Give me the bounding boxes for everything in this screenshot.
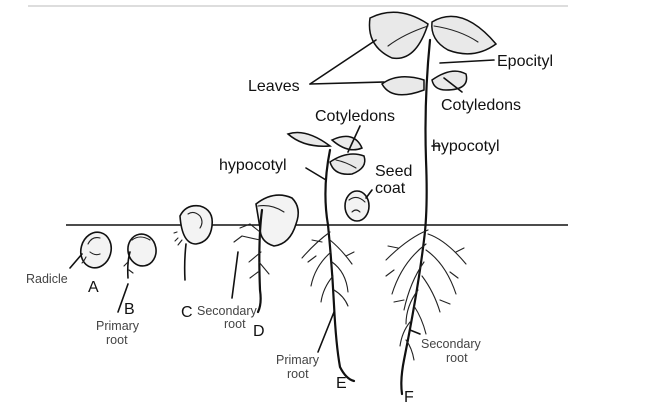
stage-f-seedling: [368, 11, 498, 396]
label-primary-root-b-line2: root: [106, 333, 128, 347]
stage-label-a: A: [88, 279, 99, 296]
label-primary-root-e-line1: Primary: [276, 353, 320, 367]
label-secondary-root-d-line2: root: [224, 317, 246, 331]
seed-coat: [344, 190, 370, 222]
stage-label-c: C: [181, 304, 193, 321]
label-seed: Seed: [375, 163, 412, 180]
stage-c-seedling: [173, 204, 214, 281]
label-leaves: Leaves: [248, 78, 300, 95]
leader-lines: [69, 39, 495, 353]
stage-label-e: E: [336, 375, 347, 392]
label-hypocotyl-left: hypocotyl: [219, 157, 287, 174]
stage-a-seed: [79, 231, 113, 269]
stage-label-d: D: [253, 323, 265, 340]
stage-label-b: B: [124, 301, 135, 318]
label-coat: coat: [375, 180, 406, 197]
stage-e-seedling: [286, 131, 366, 383]
label-primary-root-b-line1: Primary: [96, 319, 140, 333]
label-epicotyl: Epocityl: [497, 53, 553, 70]
label-secondary-root-d-line1: Secondary: [197, 304, 258, 318]
label-cotyledons-right: Cotyledons: [441, 97, 521, 114]
stage-b-seedling: [123, 233, 157, 279]
label-hypocotyl-right: hypocotyl: [432, 138, 500, 155]
stage-d-seedling: [233, 194, 300, 314]
label-secondary-root-f-line1: Secondary: [421, 337, 482, 351]
stage-label-f: F: [404, 389, 414, 406]
label-radicle: Radicle: [26, 272, 68, 286]
label-secondary-root-f-line2: root: [446, 351, 468, 365]
label-cotyledons-top: Cotyledons: [315, 108, 395, 125]
label-primary-root-e-line2: root: [287, 367, 309, 381]
